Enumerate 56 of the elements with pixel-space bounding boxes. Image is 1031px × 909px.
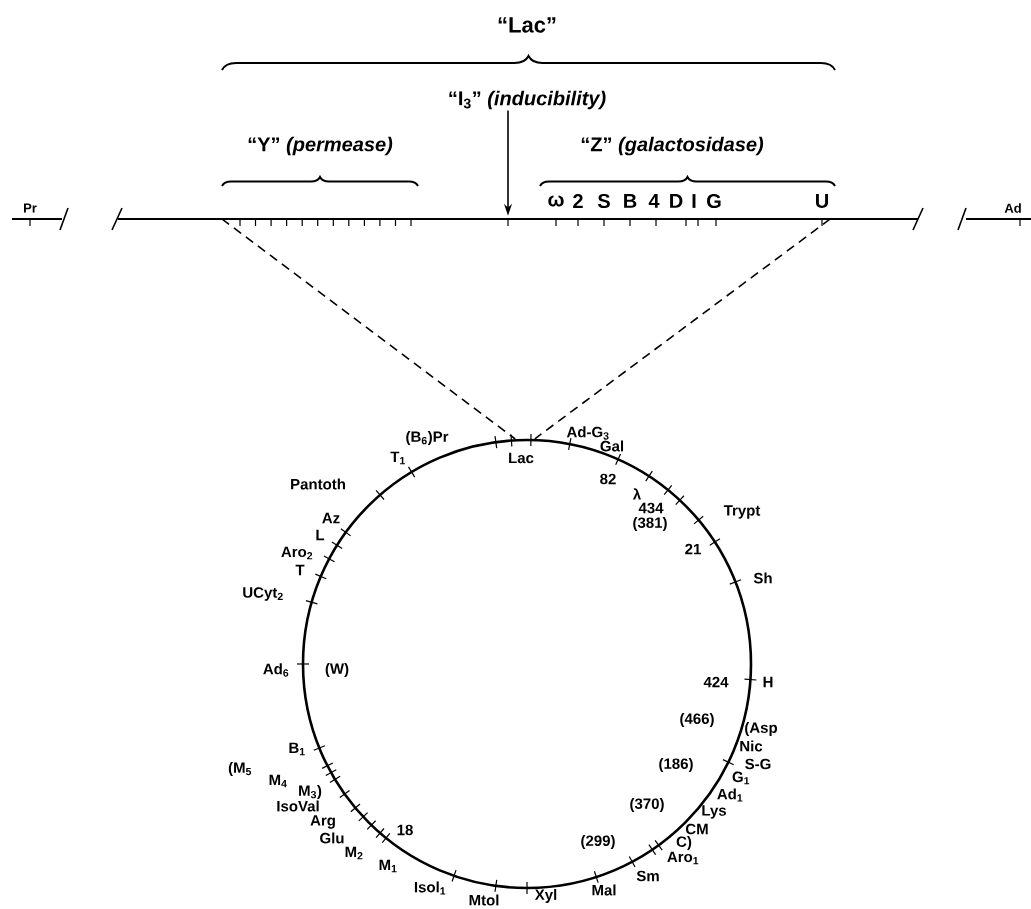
- gene-label: CM: [685, 823, 708, 835]
- gene-label: Mal: [592, 884, 616, 896]
- gene-label: M$_{3}$): [299, 785, 322, 799]
- gene-label: S-G: [745, 758, 771, 770]
- gene-label: B$_{1}$: [289, 742, 305, 756]
- gene-label: Nic: [740, 740, 763, 752]
- leader-line: [534, 218, 831, 440]
- gene-label: T$_{1}$: [390, 451, 405, 465]
- gene-label: M$_{2}$: [345, 846, 363, 860]
- map-line: [117, 217, 919, 221]
- gene-label: (381): [633, 517, 667, 531]
- gene-label: Pr: [24, 203, 37, 213]
- inducibility-label: “I$_{3}$” (inducibility): [449, 90, 606, 110]
- gene-label: Lac: [509, 452, 534, 464]
- gene-label: (466): [680, 713, 714, 727]
- gene-label: Az: [322, 512, 340, 524]
- gene-label: (B$_{6}$)Pr: [406, 431, 449, 445]
- gene-label: Arg: [310, 815, 335, 829]
- gene-label: 18: [397, 824, 413, 836]
- gene-label: 434: [638, 502, 664, 514]
- gene-label: Ad: [1004, 203, 1021, 213]
- gene-label: Pantoth: [291, 478, 345, 490]
- gene-label: G$_{1}$: [732, 771, 750, 785]
- gene-label: M$_{1}$: [379, 859, 397, 873]
- gene-label: (Asp: [745, 722, 778, 736]
- gene-label: Sm: [636, 870, 659, 882]
- gene-label: (370): [630, 798, 664, 812]
- gene-label: Aro$_{2}$: [281, 546, 313, 560]
- gene-label: Lys: [702, 805, 727, 819]
- gene-label: 82: [600, 473, 616, 485]
- gene-label: 21: [685, 543, 701, 555]
- gene-label: T: [295, 564, 305, 576]
- gene-label: (M$_{5}$: [228, 762, 252, 776]
- gene-label: Ad$_{1}$: [717, 788, 743, 802]
- gene-label: Trypt: [723, 505, 761, 519]
- gene-label: Aro$_{1}$: [667, 851, 699, 865]
- leader-line: [221, 218, 516, 440]
- gene-label: L: [316, 529, 325, 541]
- gene-label: C): [676, 836, 692, 850]
- gene-label: (186): [659, 758, 693, 772]
- gene-label: λ: [632, 488, 641, 500]
- marker-label: U: [816, 194, 828, 208]
- gene-label: Isol$_{1}$: [414, 881, 446, 895]
- region-label: “Y” (permease): [248, 136, 393, 156]
- gene-label: IsoVal: [277, 800, 319, 812]
- gene-label: Gal: [600, 440, 624, 452]
- gene-label: Glu: [320, 832, 344, 844]
- gene-label: M$_{4}$: [269, 774, 287, 788]
- region-label: “Z” (galactosidase): [581, 136, 764, 156]
- gene-label: 424: [703, 676, 729, 688]
- gene-label: UCyt$_{2}$: [243, 587, 283, 601]
- region-label: “Lac”: [498, 17, 556, 33]
- gene-label: (299): [581, 835, 615, 849]
- gene-label: Ad-G$_{3}$: [566, 426, 609, 440]
- gene-label: (W): [325, 663, 349, 677]
- gene-label: Ad$_{6}$: [263, 663, 289, 677]
